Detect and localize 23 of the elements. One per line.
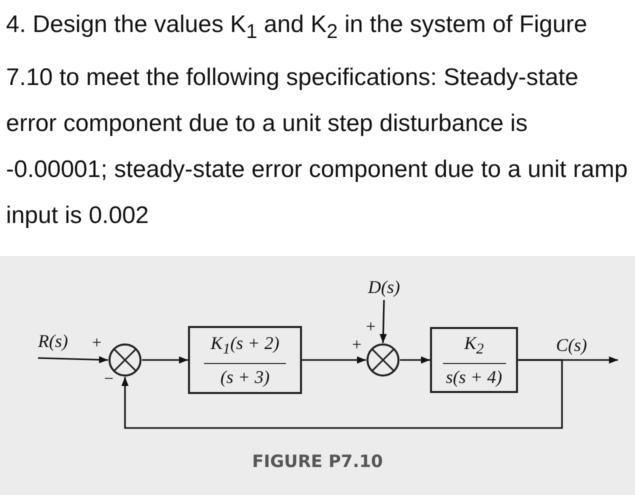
summing-junction xyxy=(108,343,142,377)
arrow xyxy=(142,356,188,364)
signal-label: D(s) xyxy=(362,276,406,300)
transfer-function-block xyxy=(188,326,302,394)
arrow xyxy=(121,359,563,429)
denominator: (s + 3) xyxy=(220,366,270,388)
sign-label: − xyxy=(104,370,114,388)
transfer-function-block xyxy=(430,327,518,393)
denominator: s(s + 4) xyxy=(446,366,502,388)
signal-label: R(s) xyxy=(38,330,82,358)
sign-label: + xyxy=(92,334,102,352)
figure-caption: FIGURE P7.10 xyxy=(251,452,384,472)
sign-label: + xyxy=(352,336,362,354)
problem-text: 4. Design the values K$_{1}$ and K$_{2}$ in the system of Figure 7.10 to meet the following specifications: Steady-state error component due to a unit step disturbance is -0.00001; steady-state error component due to a unit ramp input is 0.002 xyxy=(6,10,629,231)
numerator: K$_{1}$(s + 2) xyxy=(210,332,280,360)
summing-junction xyxy=(366,343,400,377)
arrow xyxy=(380,300,387,344)
signal-label: C(s) xyxy=(556,334,618,360)
arrow xyxy=(400,356,430,364)
arrow xyxy=(38,356,108,364)
arrow xyxy=(302,356,366,364)
numerator: K$_{2}$ xyxy=(464,332,484,360)
sign-label: + xyxy=(366,318,376,336)
